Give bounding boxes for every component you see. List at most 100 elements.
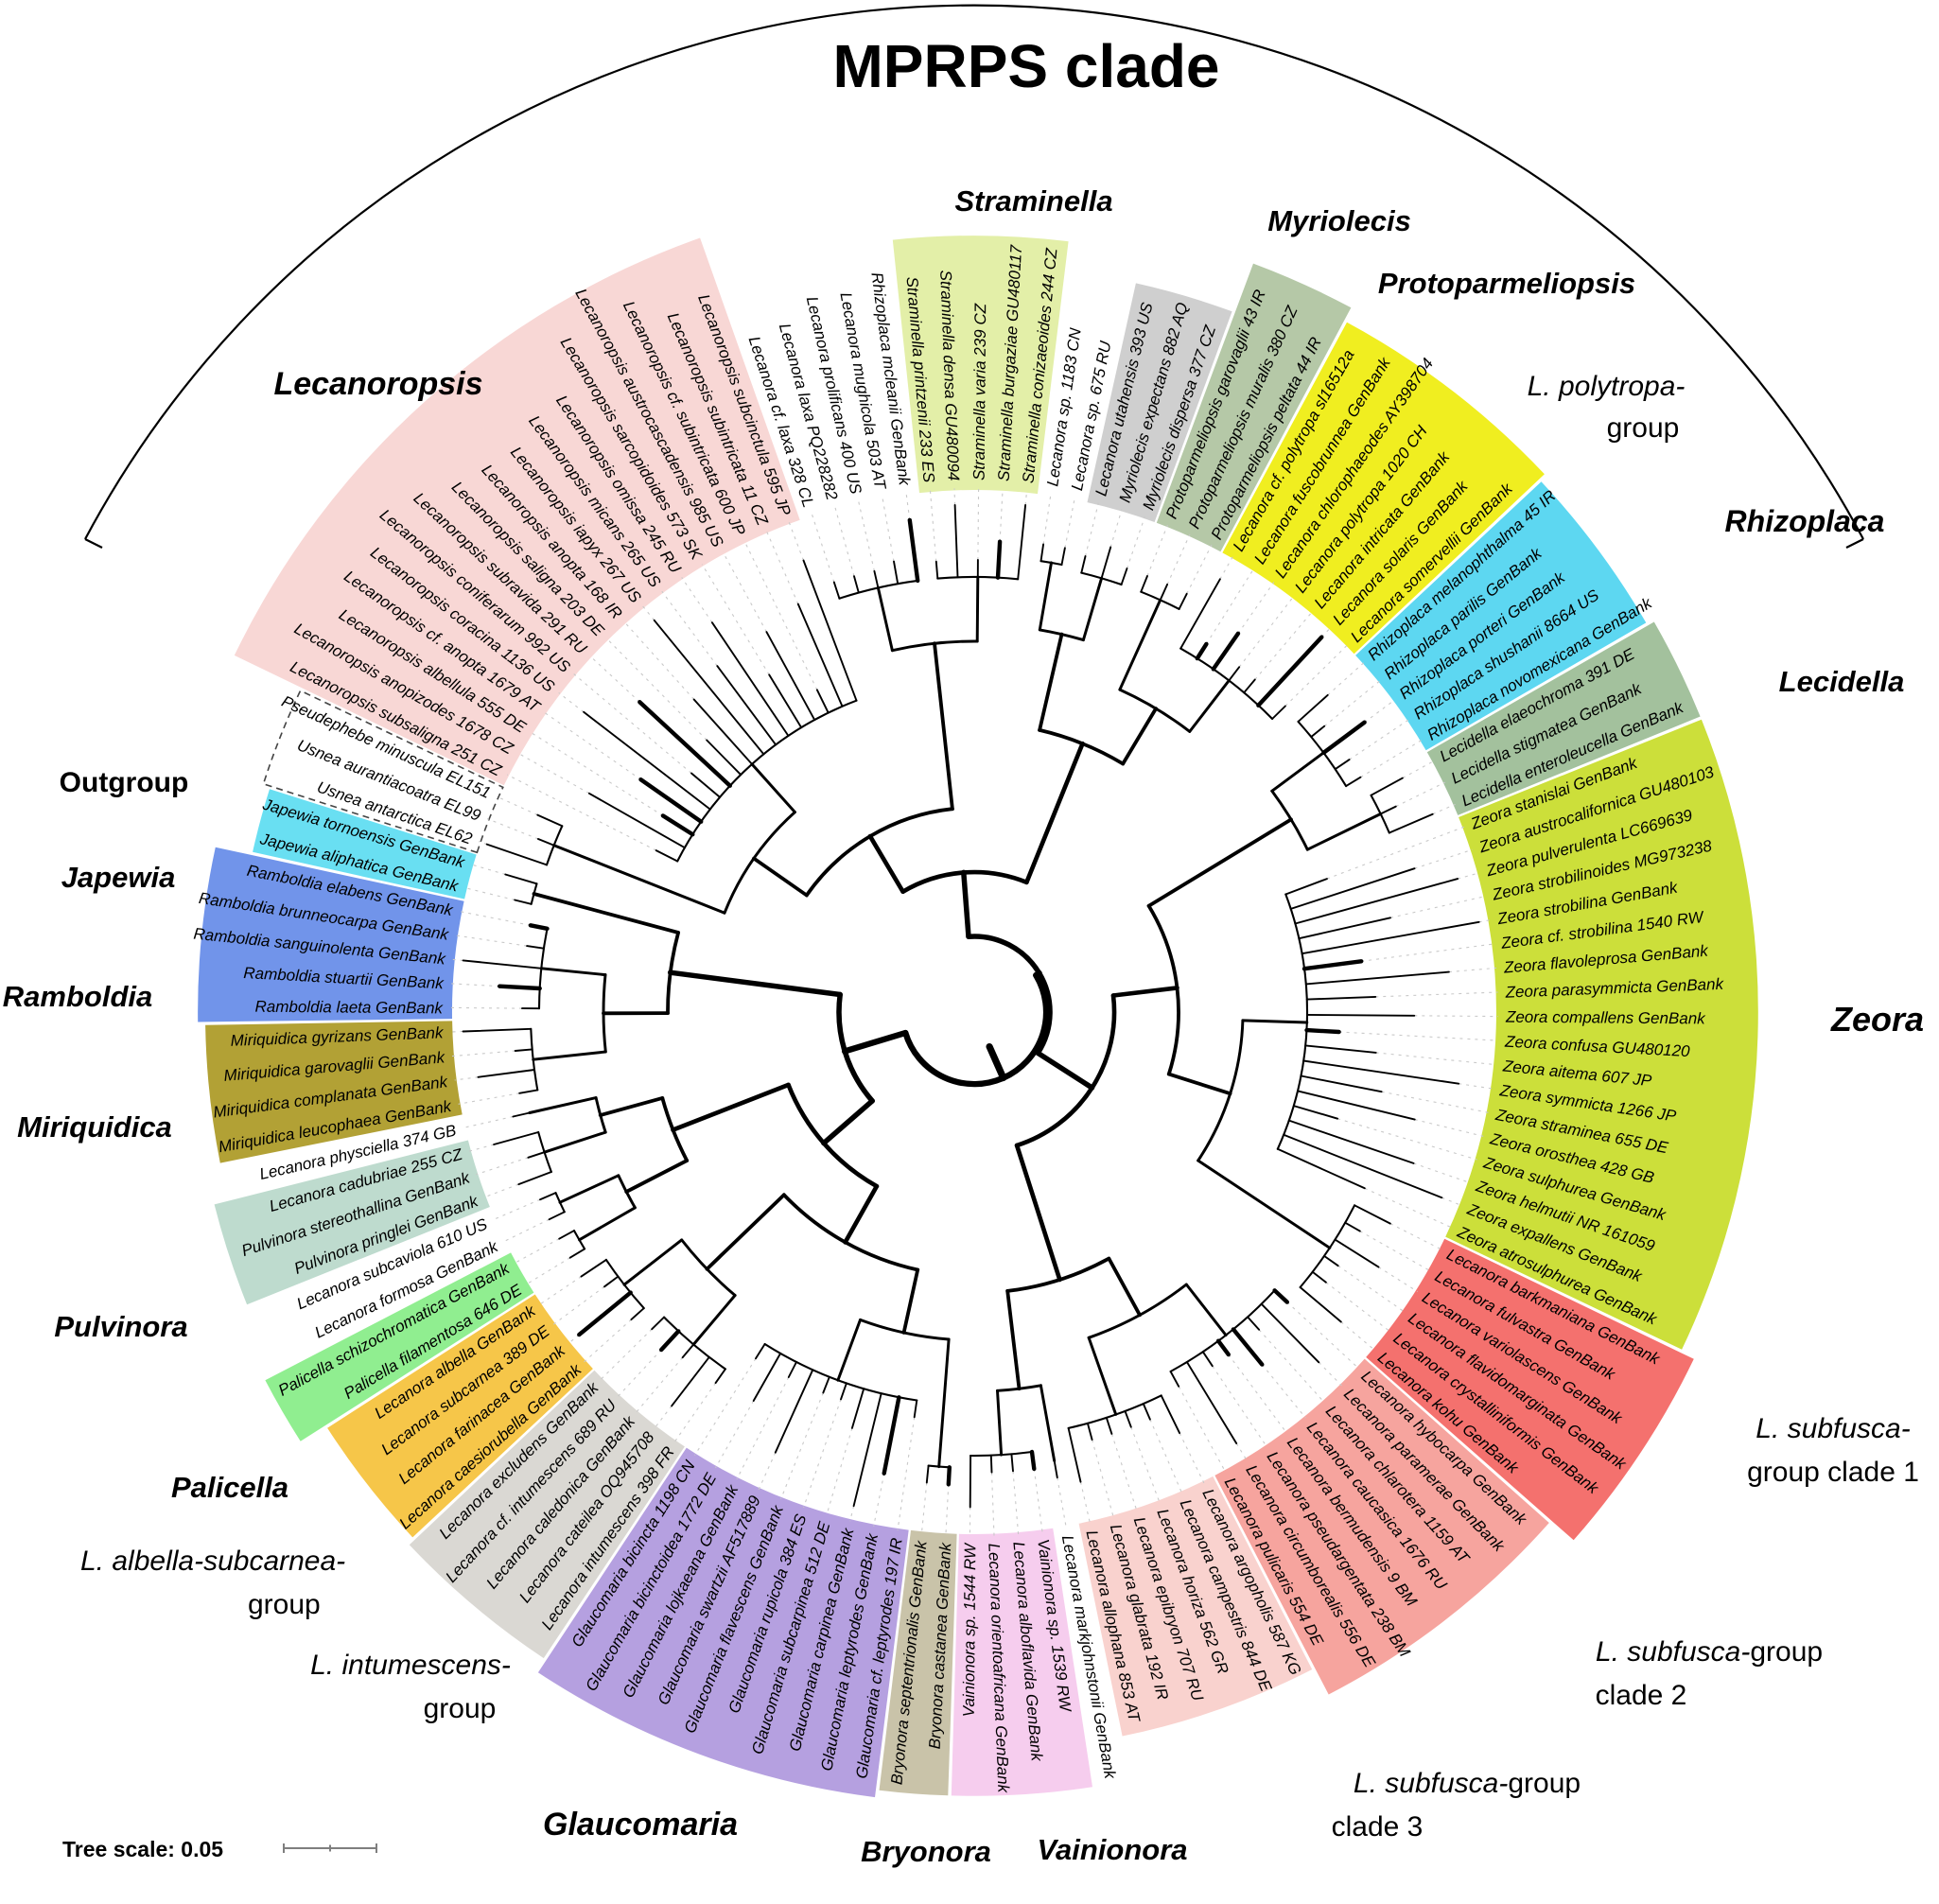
leaf-connector [574, 674, 691, 774]
branch [1040, 1386, 1054, 1461]
clade-label-segment: Glaucomaria [543, 1807, 738, 1843]
branch [1272, 753, 1324, 792]
branch [846, 1186, 877, 1242]
leaf-connector [723, 552, 766, 632]
leaf-branch [756, 1344, 765, 1358]
branch [1038, 1053, 1092, 1088]
leaf-branch [1389, 814, 1433, 833]
leaf-branch [579, 1293, 630, 1336]
leaf-branch [1126, 1411, 1131, 1427]
leaf-connector [1376, 1053, 1496, 1065]
leaf-connector [1000, 489, 1003, 542]
clade-label-lecanoropsis: Lecanoropsis [273, 366, 482, 402]
branch [671, 972, 841, 994]
clade-label-zeora: Zeora [1830, 1000, 1924, 1039]
leaf-connector [1187, 545, 1212, 594]
leaf-connector [882, 497, 894, 562]
leaf-connector [930, 490, 935, 562]
leaf-connector [1111, 1434, 1136, 1511]
leaf-connector [1361, 944, 1494, 961]
leaf-connector [850, 1506, 854, 1521]
leaf-connector [643, 606, 655, 620]
leaf-branch [1233, 1329, 1262, 1364]
leaf-branch [927, 1466, 929, 1483]
leaf-connector [682, 577, 712, 622]
leaf-branch [463, 960, 542, 968]
branch [939, 1339, 949, 1467]
leaf-connector [1360, 1231, 1430, 1271]
branch [878, 587, 892, 650]
clade-label-clade1: L. subfusca- [1756, 1413, 1910, 1444]
leaf-connector [1065, 498, 1074, 548]
clade-label-segment: Outgroup [60, 767, 189, 798]
clade-label-protoparmeliopsis: Protoparmeliopsis [1378, 267, 1635, 300]
clade-label-lecidella: Lecidella [1779, 665, 1905, 698]
leaf-connector [503, 1219, 550, 1242]
leaf-connector [497, 796, 537, 815]
branch [977, 577, 978, 641]
leaf-connector [539, 1277, 581, 1305]
leaf-connector [1259, 1330, 1324, 1403]
clade-label-segment: group [1607, 412, 1680, 444]
leaf-connector [1238, 583, 1274, 634]
clade-label-segment: L. subfusca- [1756, 1413, 1910, 1444]
branch [533, 1052, 606, 1059]
leaf-branch [1289, 1121, 1414, 1163]
leaf-connector [1287, 1302, 1359, 1369]
branch [824, 1101, 872, 1144]
leaf-connector [1414, 1163, 1470, 1183]
leaf-connector [531, 733, 663, 816]
leaf-connector [1375, 992, 1497, 997]
leaf-branch [841, 1383, 847, 1399]
leaf-branch [991, 1456, 992, 1473]
leaf-branch [1299, 917, 1390, 938]
leaf-branch [1285, 879, 1327, 894]
leaf-connector [460, 912, 531, 926]
leaf-connector [978, 488, 979, 560]
clade-label-segment: Lecidella [1779, 665, 1905, 698]
leaf-connector [469, 1144, 494, 1151]
leaf-branch [559, 1231, 574, 1239]
leaf-connector [1403, 760, 1434, 777]
leaf-branch [789, 1362, 796, 1377]
leaf-branch [582, 1260, 606, 1277]
leaf-branch [936, 562, 938, 579]
leaf-connector [1127, 516, 1145, 568]
leaf-branch [1248, 1317, 1259, 1329]
clade-label-segment: clade 2 [1596, 1680, 1687, 1711]
leaf-branch [537, 815, 562, 827]
leaf-connector [1025, 491, 1027, 505]
leaf-branch [1291, 868, 1415, 909]
leaf-connector [1341, 1322, 1375, 1351]
leaf-connector [507, 775, 656, 850]
branch [752, 764, 795, 812]
branch [1186, 1284, 1226, 1336]
leaf-connector [455, 1077, 479, 1080]
leaf-connector [744, 541, 817, 690]
clade-label-clade3: clade 3 [1332, 1811, 1424, 1843]
leaf-branch [691, 774, 720, 797]
leaf-branch [531, 925, 548, 929]
leaf-connector [1220, 556, 1233, 579]
leaf-branch [1346, 777, 1360, 786]
leaf-connector [1433, 804, 1456, 813]
leaf-connector [1043, 494, 1051, 544]
leaf-connector [1390, 897, 1485, 918]
leaf-branch [1069, 1428, 1081, 1482]
leaf-branch [515, 900, 532, 904]
leaf-branch [1304, 961, 1361, 969]
leaf-branch [479, 1070, 535, 1077]
leaf-branch [1161, 585, 1167, 600]
branch [601, 1098, 663, 1115]
leaf-branch [584, 712, 710, 810]
clade-label-clade1: group clade 1 [1747, 1457, 1919, 1488]
leaf-branch [852, 1389, 864, 1428]
leaf-connector [1255, 612, 1313, 680]
leaf-branch [527, 946, 544, 949]
clade-label-japewia: Japewia [61, 861, 176, 894]
leaf-branch [1244, 680, 1255, 693]
leaf-connector [655, 1406, 673, 1427]
leaf-branch [1214, 634, 1238, 670]
clade-label-segment: group [1750, 1636, 1823, 1668]
